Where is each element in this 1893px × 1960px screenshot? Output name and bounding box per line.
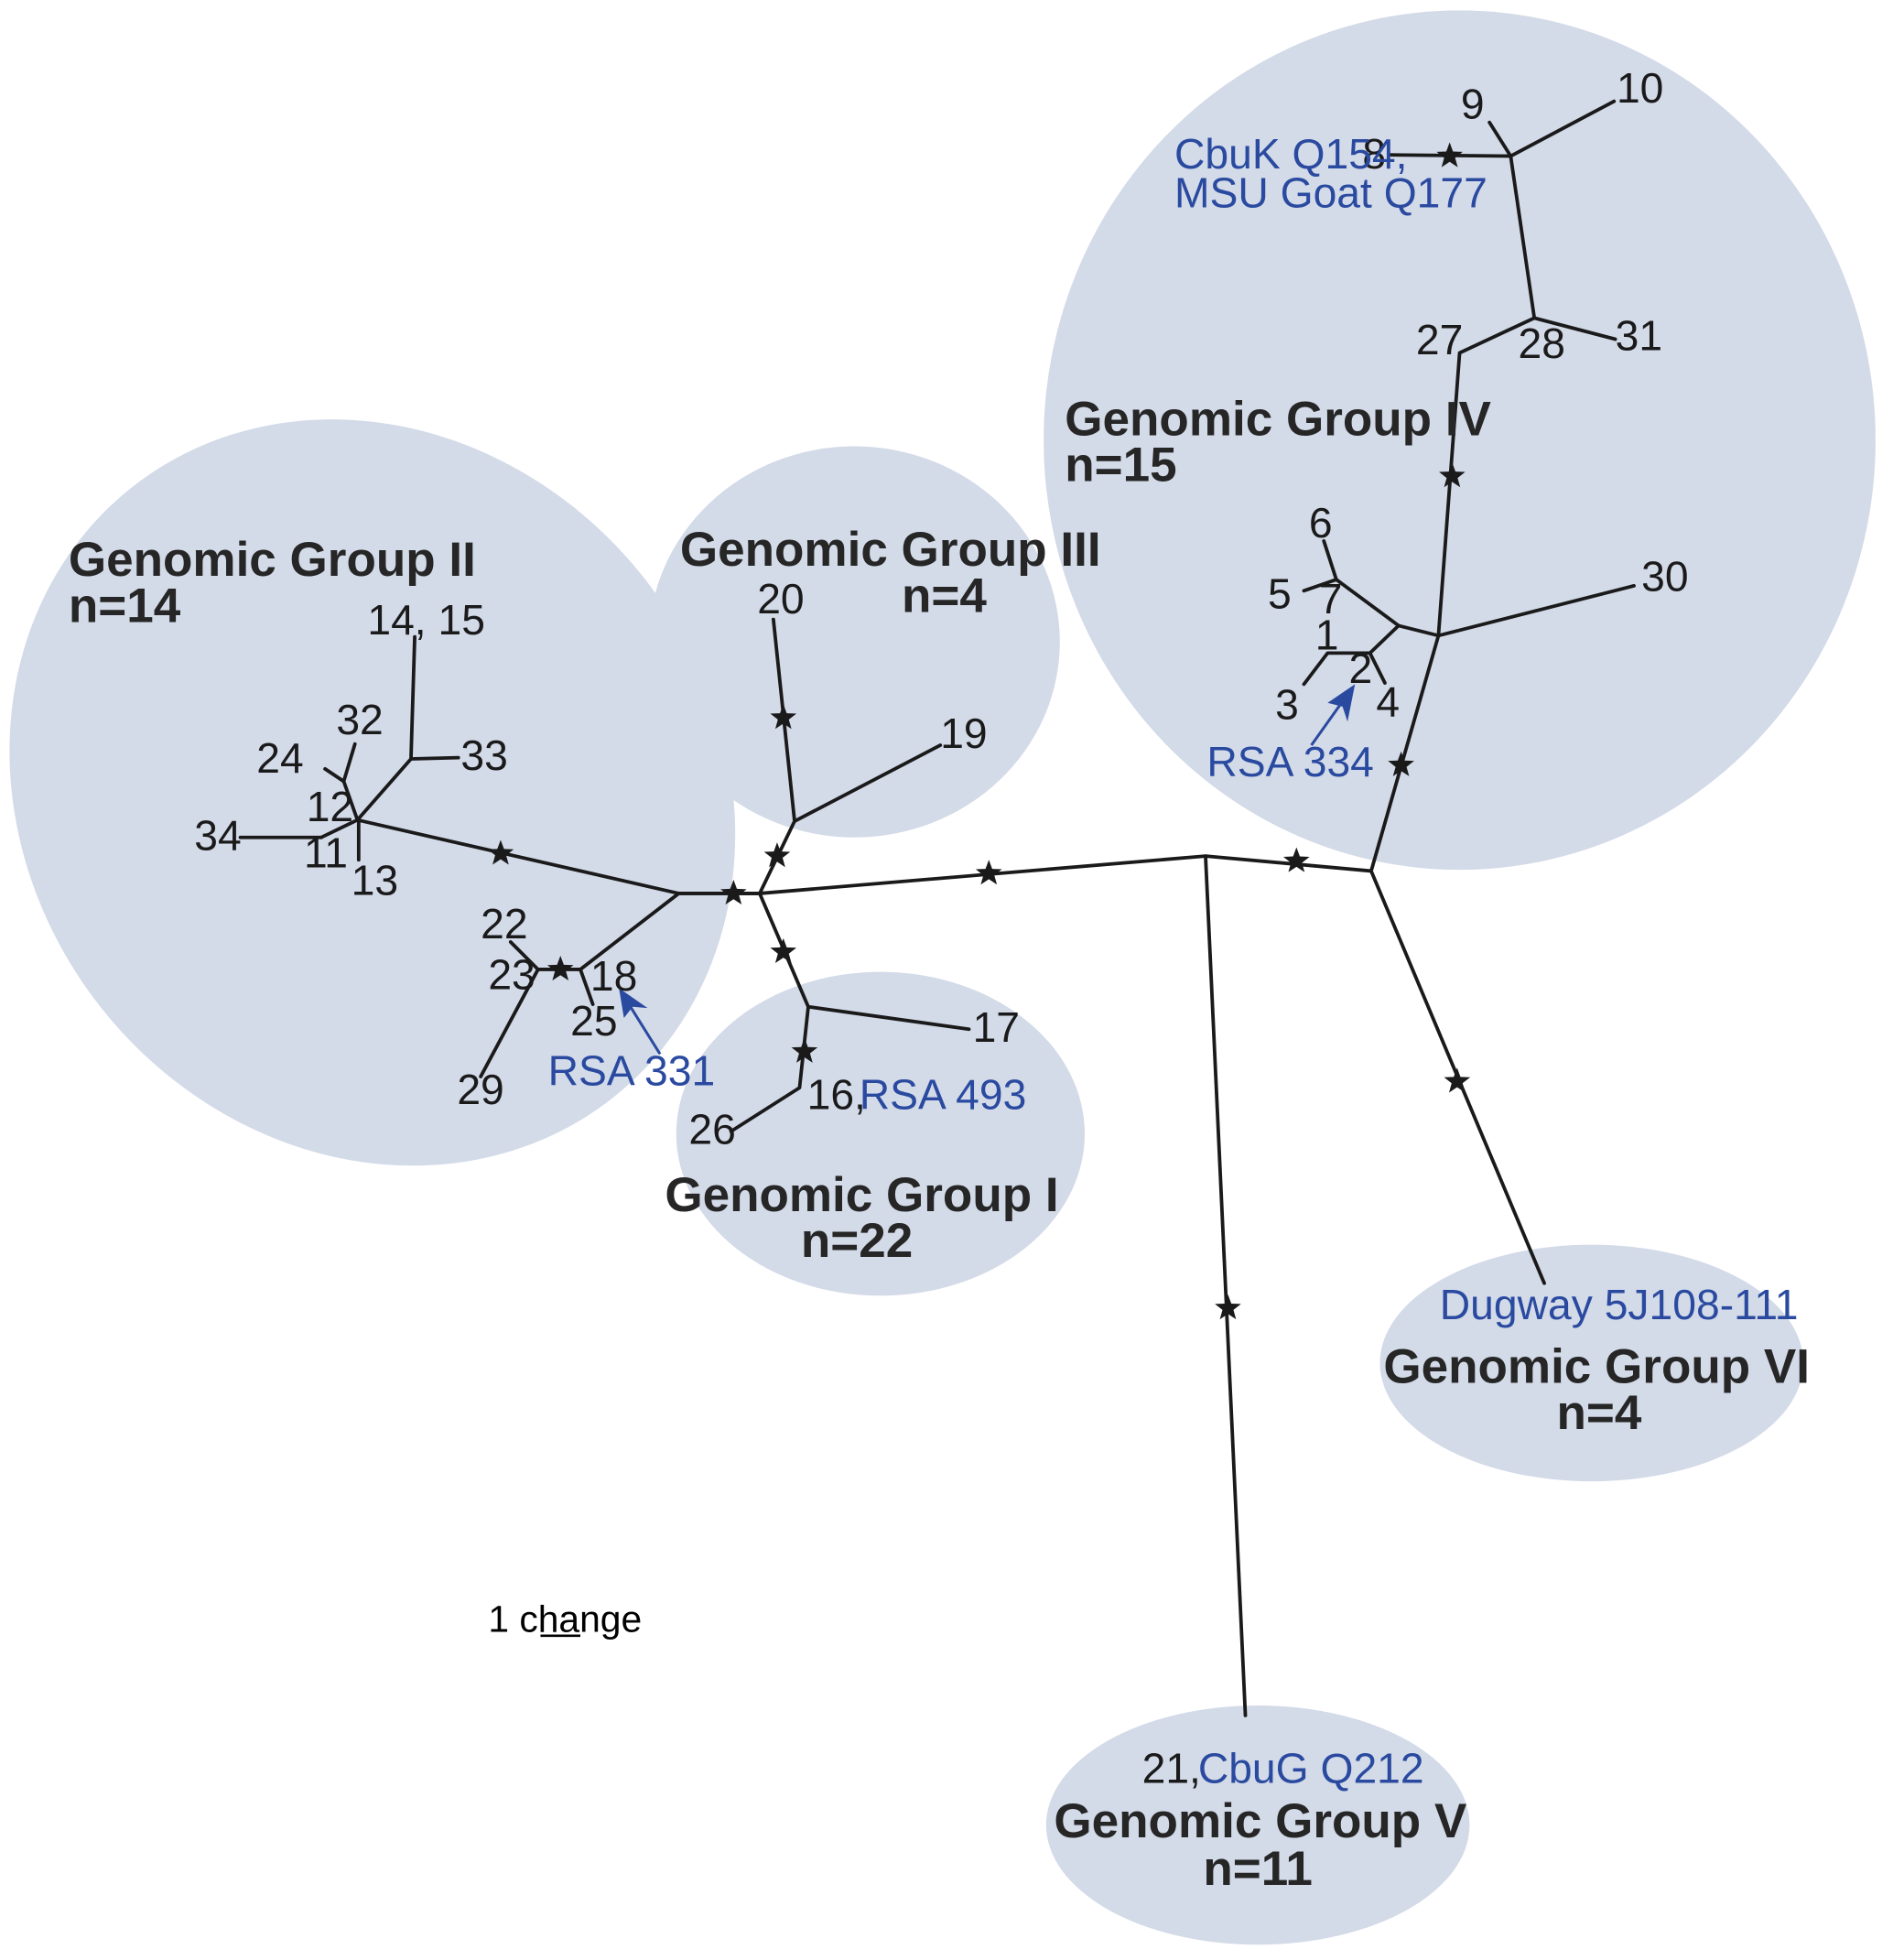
change-star-icon [720,879,747,905]
strain-msu: MSU Goat Q177 [1174,168,1487,216]
change-star-icon [546,955,574,981]
change-star-icon [1444,1067,1471,1093]
branch-group-v [1204,854,1248,1717]
change-star-icon [1388,751,1414,776]
node-label-25: 25 [570,997,617,1045]
group-iii-title: Genomic Group III [680,523,1101,577]
node-label-16: 16, [807,1070,866,1118]
group-v-region [1045,1706,1470,1945]
rsa-331-arrow [619,988,662,1056]
group-i-count: n=22 [801,1214,913,1268]
group-ii-count: n=14 [69,579,181,633]
node-label-18: 18 [590,952,637,1000]
node-label-13: 13 [352,856,398,904]
change-star-icon [1215,1294,1241,1320]
change-star-icon [975,860,1002,885]
strain-rsa493: RSA 493 [860,1070,1027,1118]
node-label-10: 10 [1617,64,1663,112]
change-star-icon [770,704,797,730]
node-label-12: 12 [307,783,353,830]
branch-24 [323,766,346,784]
strain-dugway: Dugway 5J108-111 [1440,1281,1799,1328]
branch-19 [793,743,943,823]
group-vi-title: Genomic Group VI [1383,1340,1810,1394]
group-iv-title: Genomic Group IV [1065,392,1491,446]
node-label-30: 30 [1641,552,1688,600]
group-iv-region [1044,10,1876,871]
strain-cbug: CbuG Q212 [1198,1744,1424,1792]
node-label-33: 33 [460,731,507,779]
node-label-26: 26 [688,1105,735,1153]
node-label-4: 4 [1376,678,1400,726]
node-label-22: 22 [481,900,527,948]
strain-rsa334: RSA 334 [1206,738,1374,785]
change-markers [487,142,1471,1320]
group-v-title: Genomic Group V [1054,1794,1467,1848]
node-label-34: 34 [194,811,241,859]
node-label-7: 7 [1319,575,1343,623]
branch-11-12 [319,742,360,839]
branch-6 [1322,539,1338,581]
branch-22 [508,940,540,971]
branch-31 [1532,316,1617,341]
node-label-24: 24 [256,734,303,782]
strain-rsa331: RSA 331 [548,1046,716,1094]
tree-branches [238,99,1636,1717]
change-star-icon [1439,462,1466,488]
node-label-2: 2 [1348,644,1372,692]
strain-cbuk: CbuK Q154, [1174,130,1408,178]
node-label-29: 29 [457,1066,503,1113]
group-i-region [676,971,1086,1296]
branch-10 [1509,99,1617,158]
group-i-title: Genomic Group I [665,1168,1058,1222]
node-label-28: 28 [1518,319,1564,367]
change-star-icon [770,937,797,963]
scale-label: 1 change [488,1598,642,1641]
group-vi-count: n=4 [1556,1386,1641,1440]
node-label-11: 11 [304,828,348,876]
group-iii-region [648,446,1060,838]
group-iii-count: n=4 [902,569,987,623]
node-label-27: 27 [1416,316,1463,363]
branch-33 [409,755,460,761]
node-label-19: 19 [940,709,987,757]
branch-9 [1487,120,1513,158]
rsa-334-arrow [1310,684,1356,746]
node-label-3: 3 [1275,680,1299,728]
node-label-23: 23 [488,951,535,999]
node-label-5: 5 [1268,569,1292,617]
branch-4 [1368,651,1387,685]
branch-5 [1302,578,1338,593]
node-label-9: 9 [1461,81,1485,128]
node-label-31: 31 [1616,312,1662,360]
branch-17 [806,1004,971,1032]
node-label-8: 8 [1362,130,1386,178]
group-iv-count: n=15 [1065,439,1176,493]
node-label-20: 20 [757,575,804,623]
change-star-icon [791,1037,818,1063]
change-star-icon [1436,142,1463,168]
change-star-icon [487,839,514,865]
branch-cluster-iv-b [1368,623,1401,655]
branch-30 [1436,583,1636,638]
change-star-icon [763,842,791,868]
node-label-21: 21, [1142,1744,1201,1792]
branch-25 [579,968,595,1006]
node-label-14-15: 14, 15 [367,596,485,644]
node-label-6: 6 [1309,499,1333,547]
branch-group-ii-stem [355,634,681,895]
group-ii-title: Genomic Group II [69,533,476,587]
branch-1 [1302,651,1372,687]
change-star-icon [1283,847,1310,872]
node-label-32: 32 [336,696,383,743]
group-vi-region [1379,1244,1804,1482]
group-v-count: n=11 [1203,1842,1312,1896]
node-label-1: 1 [1315,611,1339,658]
branch-group-iv-stem [1369,154,1537,873]
node-label-17: 17 [973,1003,1020,1051]
